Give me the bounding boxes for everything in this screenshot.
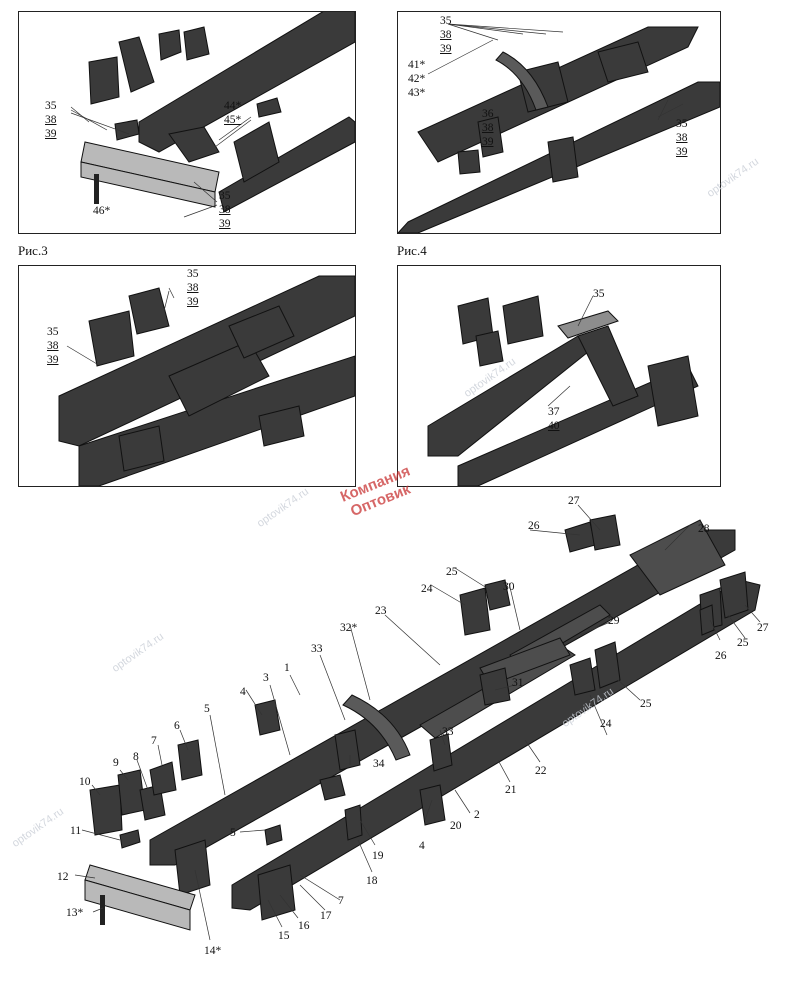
part-label-25: 25 — [737, 637, 749, 649]
part-label-2: 2 — [474, 809, 480, 821]
label-35: 35 — [440, 15, 452, 27]
part-label-26: 26 — [715, 650, 727, 662]
figure-panel-2: 35 38 39 41* 42* 43* 36 38 39 35 38 39 — [397, 11, 721, 234]
part-label-21: 21 — [505, 784, 517, 796]
part-label-23: 23 — [375, 605, 387, 617]
label-37: 37 — [548, 406, 560, 418]
part-label-30: 30 — [503, 581, 515, 593]
part-label-27: 27 — [757, 622, 769, 634]
part-label-6: 6 — [174, 720, 180, 732]
part-label-8: 8 — [133, 751, 139, 763]
label-44: 44* — [224, 100, 242, 112]
part-label-26: 26 — [528, 520, 540, 532]
panel-3-drawing — [58, 275, 355, 486]
part-label-33: 33 — [442, 726, 454, 738]
figure-panel-4: 35 37 40 — [397, 265, 721, 487]
label-38: 38 — [676, 132, 688, 144]
part-label-24: 24 — [421, 583, 433, 595]
figure-panel-1: 35 38 39 44* 45* 35 38 39 46* — [18, 11, 356, 234]
part-label-22: 22 — [535, 765, 547, 777]
part-label-5: 5 — [204, 703, 210, 715]
part-label-32: 32* — [340, 622, 358, 634]
label-45: 45* — [224, 114, 242, 126]
part-label-24: 24 — [600, 718, 612, 730]
label-43: 43* — [408, 87, 426, 99]
label-35: 35 — [593, 288, 605, 300]
label-40: 40 — [548, 420, 560, 432]
part-label-7: 7 — [338, 895, 344, 907]
part-label-15: 15 — [278, 930, 290, 942]
label-35: 35 — [47, 326, 59, 338]
panel-1-drawing — [70, 12, 355, 218]
panel-4-drawing — [427, 295, 699, 486]
label-36: 36 — [482, 108, 494, 120]
label-38: 38 — [219, 204, 231, 216]
part-label-7: 7 — [151, 735, 157, 747]
part-label-18: 18 — [366, 875, 378, 887]
label-39: 39 — [45, 128, 57, 140]
part-label-27: 27 — [568, 495, 580, 507]
figure-3-caption: Рис.3 — [18, 243, 48, 258]
part-label-4: 4 — [419, 840, 425, 852]
part-label-16: 16 — [298, 920, 310, 932]
label-35: 35 — [45, 100, 57, 112]
label-39: 39 — [219, 218, 231, 230]
label-38: 38 — [187, 282, 199, 294]
part-label-10: 10 — [79, 776, 91, 788]
part-label-9: 9 — [113, 757, 119, 769]
part-label-19: 19 — [372, 850, 384, 862]
part-label-25: 25 — [640, 698, 652, 710]
part-label-13: 13* — [66, 907, 84, 919]
part-label-5: 5 — [230, 827, 236, 839]
part-label-33: 33 — [311, 643, 323, 655]
part-label-20: 20 — [450, 820, 462, 832]
part-label-14: 14* — [204, 945, 222, 957]
part-label-28: 28 — [698, 523, 710, 535]
figure-4-caption: Рис.4 — [397, 243, 427, 258]
label-35: 35 — [219, 190, 231, 202]
part-label-17: 17 — [320, 910, 332, 922]
label-39: 39 — [676, 146, 688, 158]
frame-assembly-drawing — [74, 504, 761, 941]
label-39: 39 — [47, 354, 59, 366]
label-35: 35 — [676, 118, 688, 130]
label-39: 39 — [440, 43, 452, 55]
label-42: 42* — [408, 73, 426, 85]
part-label-1: 1 — [284, 662, 290, 674]
label-38: 38 — [45, 114, 57, 126]
part-label-34: 34 — [373, 758, 385, 770]
label-46: 46* — [93, 205, 111, 217]
part-label-25: 25 — [446, 566, 458, 578]
panel-2-drawing — [398, 23, 720, 233]
main-assembly-diagram: 1 2 3 4 4 5 5 6 7 7 8 9 10 11 12 13* 14*… — [0, 490, 800, 984]
part-label-12: 12 — [57, 871, 69, 883]
part-label-29: 29 — [608, 615, 620, 627]
part-label-31: 31 — [512, 677, 524, 689]
label-39: 39 — [482, 136, 494, 148]
part-label-3: 3 — [263, 672, 269, 684]
part-label-11: 11 — [70, 825, 82, 837]
label-38: 38 — [482, 122, 494, 134]
label-35: 35 — [187, 268, 199, 280]
label-38: 38 — [440, 29, 452, 41]
label-41: 41* — [408, 59, 426, 71]
label-38: 38 — [47, 340, 59, 352]
label-39: 39 — [187, 296, 199, 308]
part-label-4: 4 — [240, 686, 246, 698]
figure-panel-3: 35 38 39 35 38 39 — [18, 265, 356, 487]
